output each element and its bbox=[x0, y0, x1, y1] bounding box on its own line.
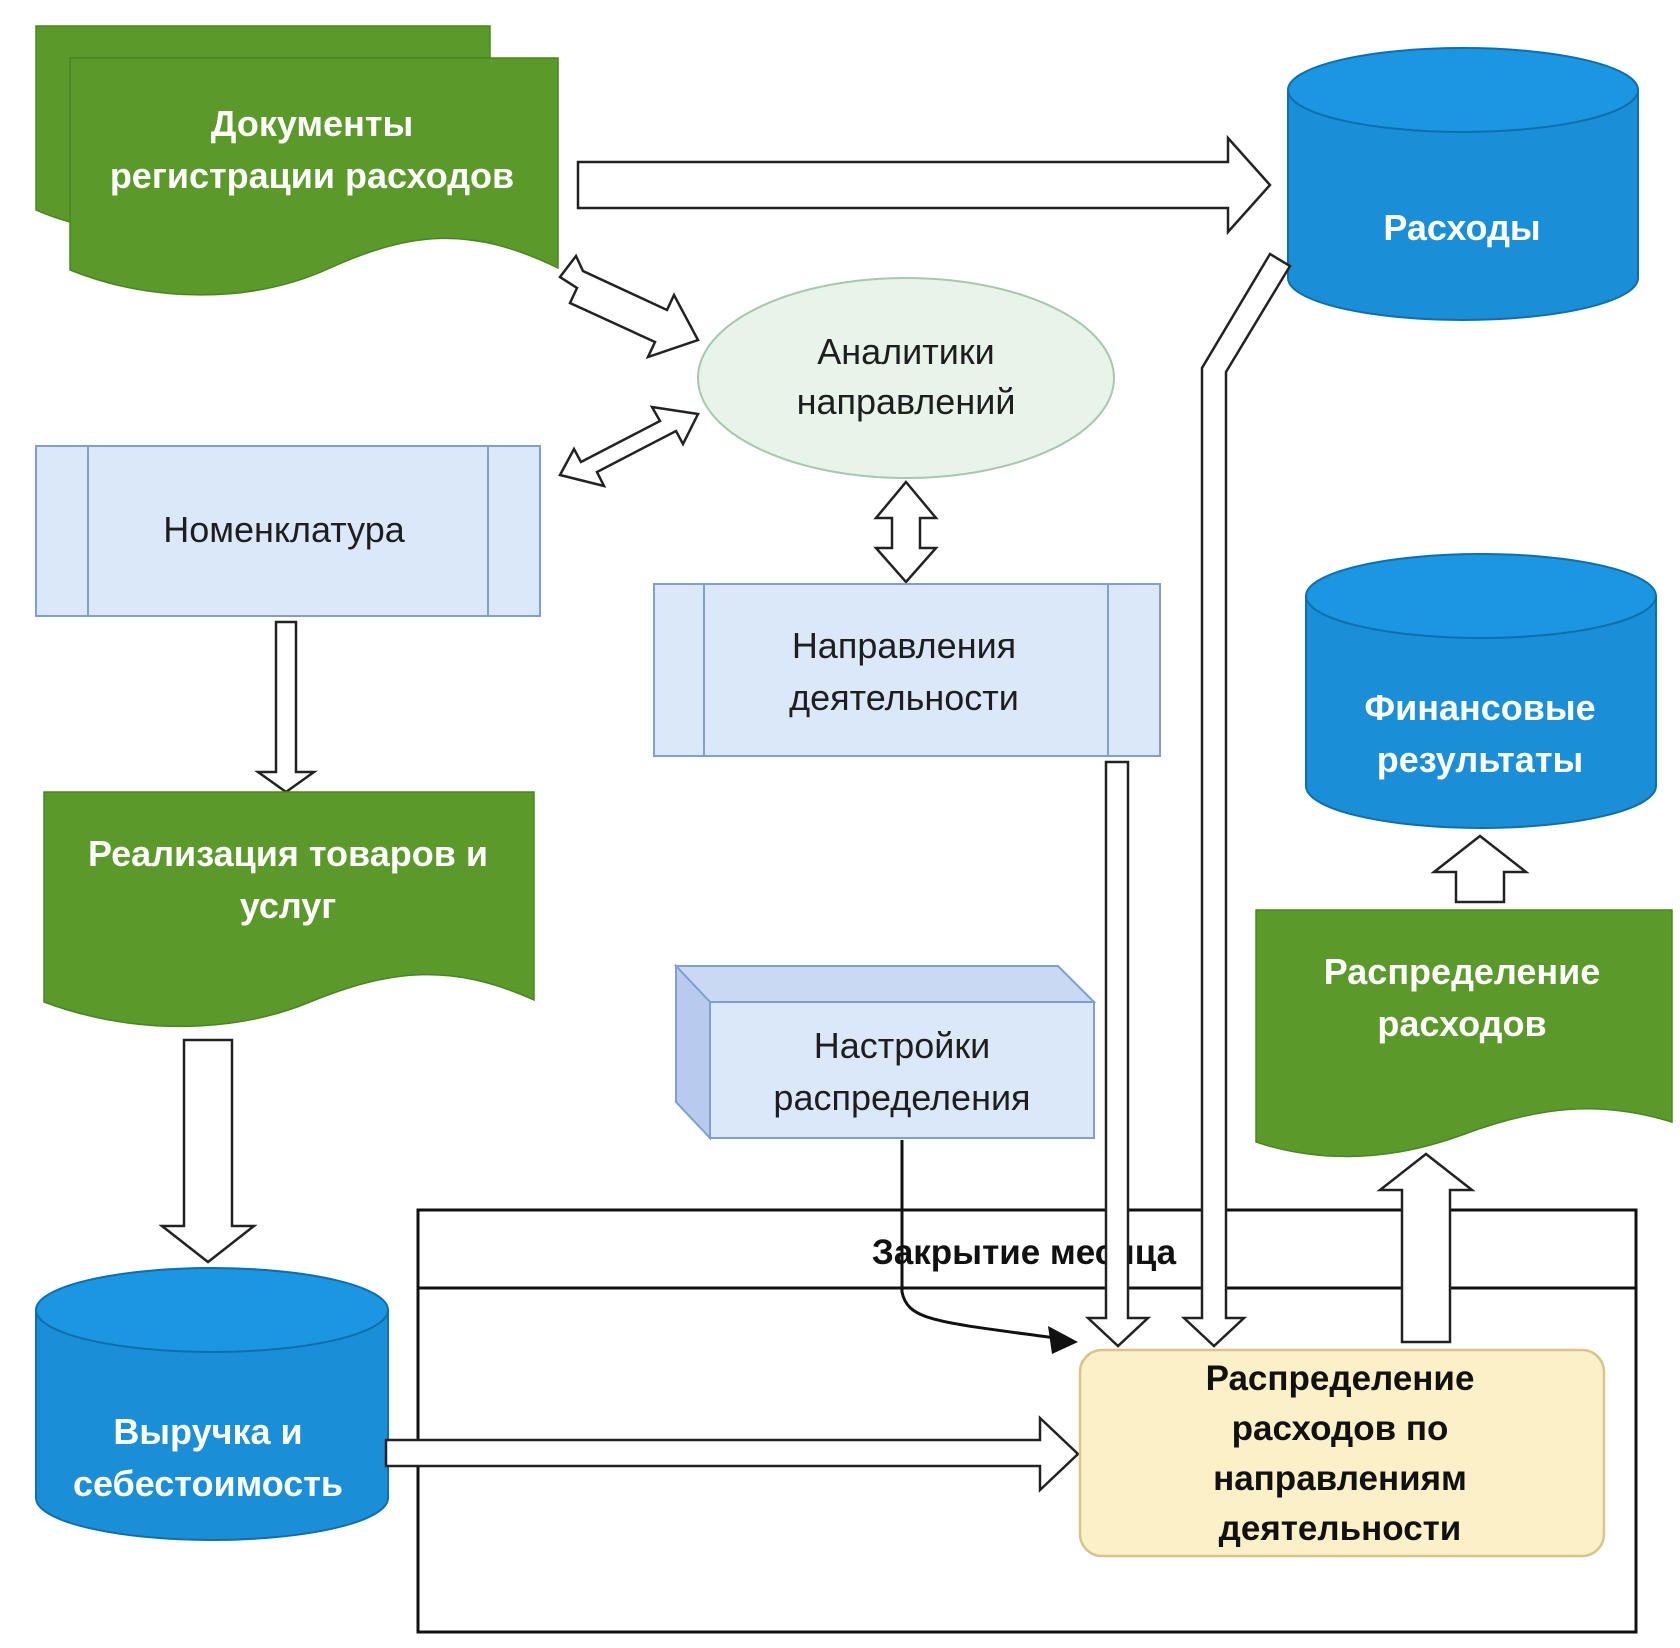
directions-node: Направления деятельности bbox=[653, 583, 1161, 757]
directions-label-1: Направления bbox=[792, 625, 1016, 666]
revenue-label-2: себестоимость bbox=[73, 1463, 343, 1504]
settings-label-1: Настройки bbox=[814, 1025, 991, 1066]
connector-settings-to-allocation bbox=[900, 1140, 1071, 1342]
revenue-label-1: Выручка и bbox=[113, 1411, 302, 1452]
revenue-node: Выручка и себестоимость bbox=[35, 1267, 389, 1541]
arrow-sales-to-revenue bbox=[158, 1038, 258, 1264]
sales-label-2: услуг bbox=[240, 885, 337, 926]
documents-node: Документы регистрации расходов bbox=[35, 25, 559, 296]
settings-node: Настройки распределения bbox=[673, 963, 1097, 1141]
double-arrow-analytics-directions bbox=[873, 480, 939, 584]
arrow-directions-to-allocation bbox=[1084, 760, 1152, 1348]
financial-results-label-1: Финансовые bbox=[1364, 687, 1595, 728]
arrow-nomenclature-to-sales bbox=[254, 620, 318, 794]
sales-label-1: Реализация товаров и bbox=[88, 833, 488, 874]
financial-results-node: Финансовые результаты bbox=[1305, 553, 1657, 829]
distribution-doc-node: Распределение расходов bbox=[1255, 909, 1673, 1158]
allocation-label-2: расходов по bbox=[1232, 1409, 1449, 1448]
financial-results-label-2: результаты bbox=[1377, 739, 1583, 780]
arrow-allocation-to-distribution bbox=[1376, 1152, 1476, 1344]
allocation-node: Распределение расходов по направлениям д… bbox=[1078, 1348, 1606, 1558]
settings-label-2: распределения bbox=[773, 1077, 1030, 1118]
allocation-label-1: Распределение bbox=[1206, 1359, 1475, 1398]
arrow-revenue-to-allocation bbox=[384, 1415, 1080, 1493]
arrow-distribution-to-financial bbox=[1430, 834, 1530, 904]
expenses-label: Расходы bbox=[1383, 207, 1540, 248]
allocation-label-3: направлениям bbox=[1213, 1459, 1467, 1498]
analytics-label-1: Аналитики bbox=[817, 331, 995, 372]
nomenclature-label: Номенклатура bbox=[163, 509, 406, 550]
directions-label-2: деятельности bbox=[789, 677, 1019, 718]
nomenclature-node: Номенклатура bbox=[35, 445, 541, 617]
double-arrow-nomenclature-analytics bbox=[558, 405, 700, 488]
expenses-node: Расходы bbox=[1287, 47, 1639, 321]
month-close-label: Закрытие месяца bbox=[872, 1233, 1177, 1272]
documents-label-2: регистрации расходов bbox=[110, 155, 514, 196]
documents-label-1: Документы bbox=[211, 103, 413, 144]
analytics-label-2: направлений bbox=[797, 381, 1016, 422]
double-arrow-documents-analytics bbox=[558, 253, 700, 360]
allocation-label-4: деятельности bbox=[1219, 1509, 1462, 1548]
distribution-doc-label-1: Распределение bbox=[1324, 951, 1601, 992]
distribution-doc-label-2: расходов bbox=[1377, 1003, 1546, 1044]
sales-node: Реализация товаров и услуг bbox=[43, 791, 535, 1028]
arrow-documents-to-expenses bbox=[576, 134, 1272, 236]
arrow-expenses-to-allocation bbox=[1180, 252, 1292, 1348]
analytics-node: Аналитики направлений bbox=[697, 277, 1115, 479]
connector-arrowhead bbox=[1048, 1326, 1078, 1354]
